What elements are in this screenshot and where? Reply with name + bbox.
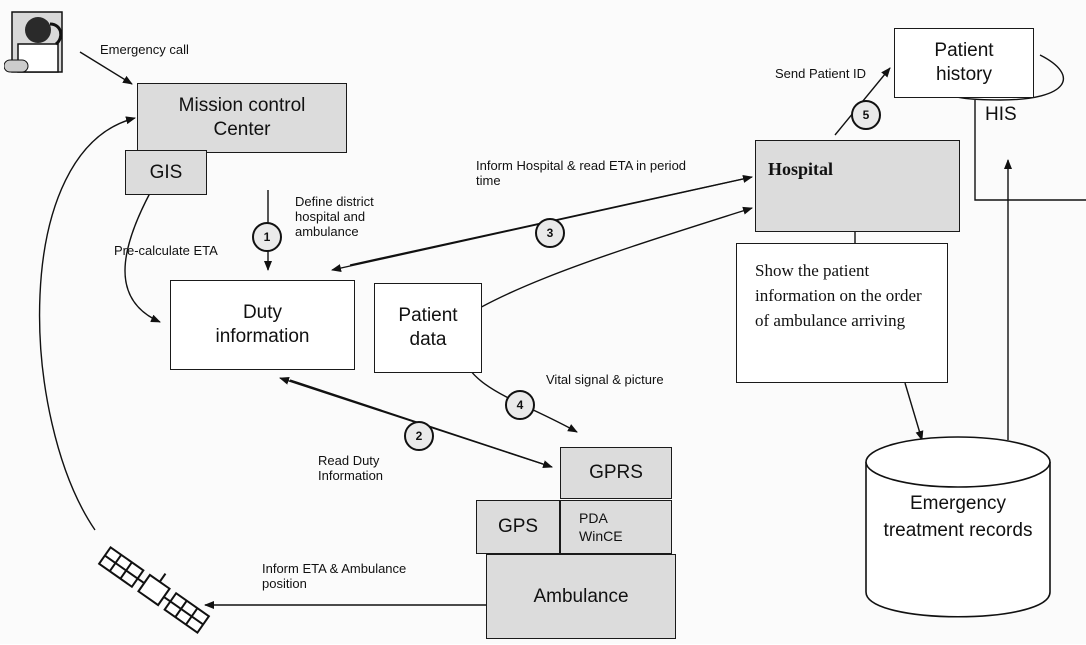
doctor-phone-icon [3,8,76,80]
patient-info-display-box: Show the patient information on the orde… [736,243,948,383]
step-5: 5 [851,100,881,130]
gps-label: GPS [497,516,539,537]
patient-data-box: Patient data [374,283,482,373]
pre-calculate-label: Pre-calculate ETA [114,243,218,258]
vital-signal-label: Vital signal & picture [546,372,664,387]
hospital-box: Hospital [755,140,960,232]
emergency-call-arrow [79,51,133,85]
info-to-records-arrow [904,382,924,441]
patient-data-label: Patient data [398,305,458,350]
hospital-label: Hospital [768,159,834,179]
patient-history-label: Patient history [934,40,994,85]
gps-box: GPS [476,500,560,554]
step-3: 3 [535,218,565,248]
send-patient-id-label: Send Patient ID [775,66,867,81]
gprs-box: GPRS [560,447,672,499]
patient-history-box: Patient history [894,28,1034,98]
step-1: 1 [252,222,282,252]
emergency-call-label: Emergency call [100,42,189,57]
his-box-outline [974,100,1086,201]
duty-information-box: Duty information [170,280,355,370]
define-district-label: Define district hospital and ambulance [295,194,374,239]
pda-label: PDA WinCE [579,510,623,544]
ambulance-label: Ambulance [533,585,629,607]
records-cylinder [865,436,1051,618]
gprs-label: GPRS [589,462,643,483]
duty-information-label: Duty information [215,302,310,347]
pre-calculate-arrow [124,192,161,323]
gis-label: GIS [149,161,183,183]
mission-control-box: Mission control Center [137,83,347,153]
his-label: HIS [985,104,1017,125]
ambulance-box: Ambulance [486,554,676,639]
step-2: 2 [404,421,434,451]
emergency-records-label: Emergency treatment records [883,493,1033,541]
satellite-to-control-arrow [38,116,136,531]
inform-eta-label: Inform ETA & Ambulance position [262,561,407,591]
pda-box: PDA WinCE [560,500,672,554]
mission-control-label: Mission control Center [178,95,306,140]
read-duty-label: Read Duty Information [318,453,384,483]
satellite-icon [94,540,214,640]
inform-hospital-label: Inform Hospital & read ETA in period tim… [476,158,687,188]
patient-info-display-label: Show the patient information on the orde… [755,261,922,330]
step-4: 4 [505,390,535,420]
gis-box: GIS [125,150,207,195]
